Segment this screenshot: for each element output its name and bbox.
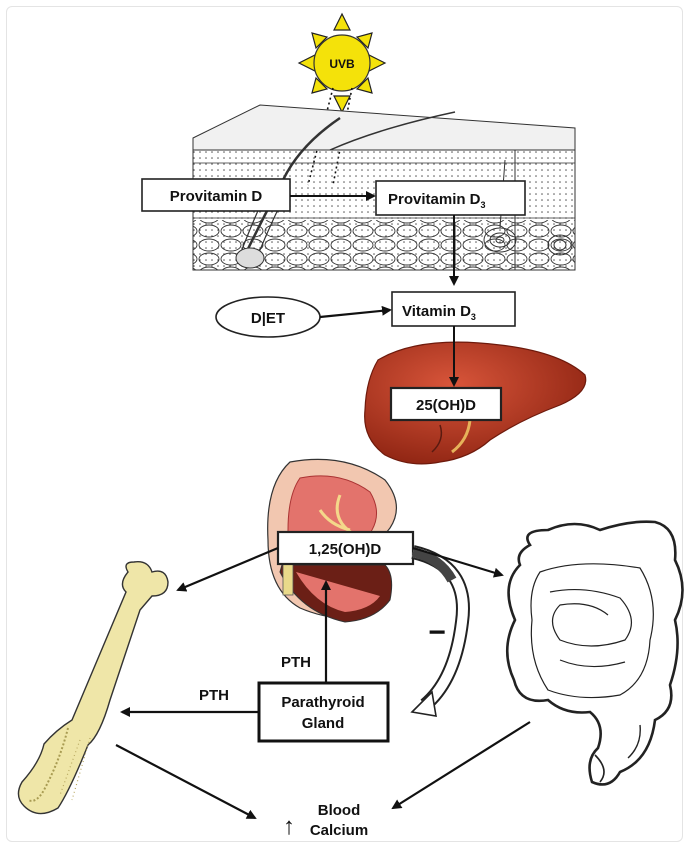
blood-calcium-label: ↑ Blood Calcium bbox=[283, 802, 368, 840]
blood-calcium-line1: Blood bbox=[318, 802, 361, 819]
parathyroid-gland-box: Parathyroid Gland bbox=[259, 683, 388, 741]
kidney-125ohd-box: 1,25(OH)D bbox=[278, 532, 413, 564]
svg-text:Provitamin D3: Provitamin D3 bbox=[388, 191, 486, 210]
arrow-bone-to-blood-calcium bbox=[116, 745, 255, 818]
parathyroid-line2: Gland bbox=[302, 715, 345, 732]
pth-left-label: PTH bbox=[199, 687, 229, 704]
intestine-illustration bbox=[507, 522, 682, 785]
arrow-125ohd-to-bone bbox=[178, 548, 278, 590]
blood-calcium-line2: Calcium bbox=[310, 822, 368, 839]
svg-text:Vitamin D3: Vitamin D3 bbox=[402, 303, 476, 322]
provitamin-d3-subscript: 3 bbox=[481, 200, 486, 210]
parathyroid-line1: Parathyroid bbox=[281, 694, 364, 711]
pth-upper-label: PTH bbox=[281, 654, 311, 671]
blood-calcium-up-arrow: ↑ bbox=[283, 813, 295, 840]
diet-ellipse: D|ET bbox=[216, 297, 320, 337]
diet-label: D|ET bbox=[251, 310, 285, 327]
provitamin-d3-label: Provitamin D bbox=[388, 191, 481, 208]
provitamin-d-box: Provitamin D bbox=[142, 179, 290, 211]
arrow-diet-to-vitamin-d3 bbox=[320, 310, 390, 317]
125ohd-label: 1,25(OH)D bbox=[309, 541, 382, 558]
bone-illustration bbox=[18, 562, 168, 814]
25ohd-label: 25(OH)D bbox=[416, 397, 476, 414]
arrow-intestine-to-blood-calcium bbox=[393, 722, 530, 808]
vitamin-d3-subscript: 3 bbox=[471, 312, 476, 322]
uvb-label: UVB bbox=[329, 57, 355, 71]
feedback-sign: − bbox=[428, 616, 446, 649]
liver-25ohd-box: 25(OH)D bbox=[391, 388, 501, 420]
vitamin-d3-box: Vitamin D3 bbox=[392, 292, 515, 326]
sun-icon: UVB bbox=[299, 14, 385, 112]
provitamin-d3-box: Provitamin D3 bbox=[376, 181, 525, 215]
vitamin-d3-label: Vitamin D bbox=[402, 303, 471, 320]
provitamin-d-label: Provitamin D bbox=[170, 188, 263, 205]
